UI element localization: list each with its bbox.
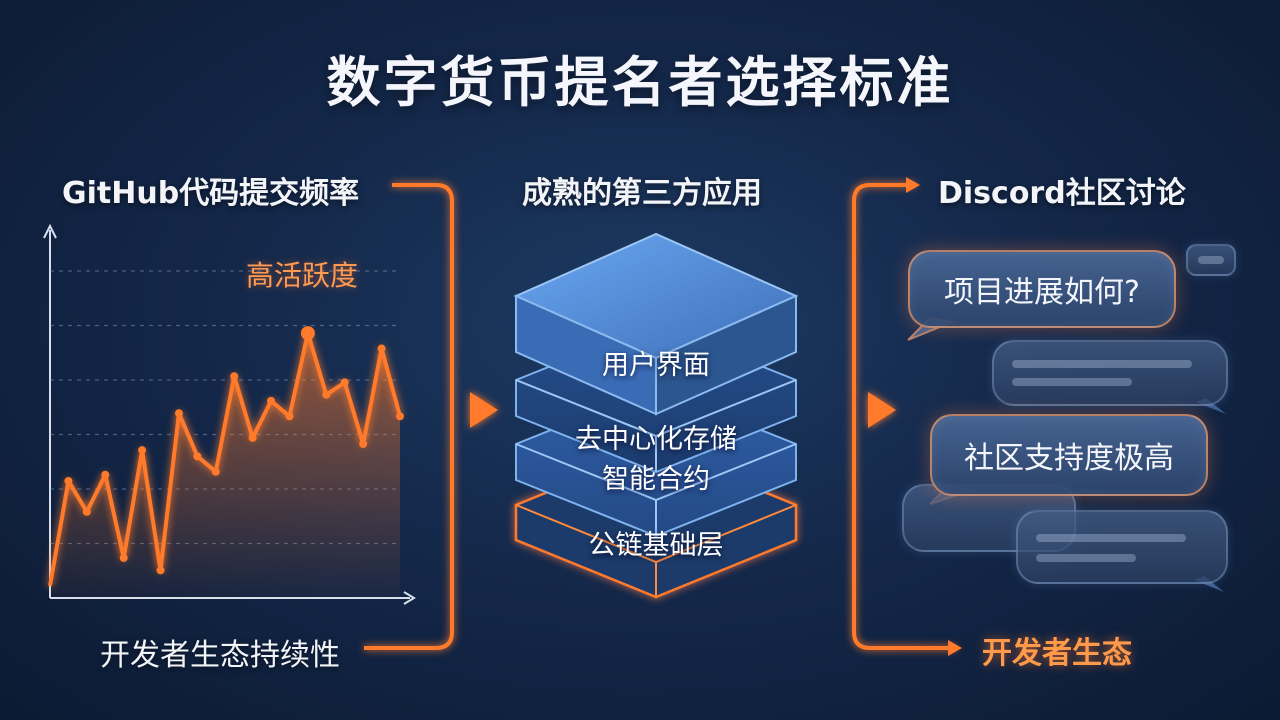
right-arrow-head [868,392,896,428]
chat-bubble-blank [1016,510,1228,584]
activity-point [193,452,202,461]
activity-point [230,372,239,381]
activity-area [50,333,400,598]
right-top-arrow-head [906,177,920,193]
activity-point [322,390,331,399]
layer-user-interface: 用户界面 [602,350,710,381]
activity-point [64,476,73,485]
activity-point [377,344,386,353]
activity-point [359,440,368,448]
chat-bubble-blank [992,340,1228,406]
activity-point [156,566,165,575]
right-bottom-arrow-head [948,640,962,656]
activity-point [174,409,183,418]
developer-ecosystem-label: 开发者生态 [982,636,1132,671]
left-bracket-connector [364,183,454,650]
activity-point [82,507,91,516]
peak-activity-label: 高活跃度 [246,259,359,292]
activity-points [64,326,404,575]
chat-bubble-support: 社区支持度极高 [930,414,1208,496]
layer-smart-contract: 智能合约 [602,464,710,495]
activity-point [119,553,128,562]
layer-decentralized-storage: 去中心化存储 [575,424,737,455]
left-arrow-head [470,392,498,428]
layer-public-chain-base: 公链基础层 [588,530,724,561]
activity-point [138,446,147,455]
peak-point [300,326,315,341]
activity-point [211,467,220,476]
activity-point [248,433,257,442]
activity-point [396,412,404,421]
discord-label: Discord社区讨论 [938,176,1186,211]
github-label: GitHub代码提交频率 [62,176,360,211]
activity-point [340,378,349,387]
activity-point [267,396,276,405]
activity-point [285,412,294,421]
developer-ecosystem-sustainability-label: 开发者生态持续性 [100,638,340,673]
apps-label: 成熟的第三方应用 [522,176,762,211]
right-bracket-connector [852,183,956,650]
stack-layer-ui [513,232,799,416]
activity-point [101,470,110,479]
page-title: 数字货币提名者选择标准 [326,51,954,114]
chat-bubble-small [1186,244,1236,276]
chat-bubble-question: 项目进展如何? [908,250,1176,328]
